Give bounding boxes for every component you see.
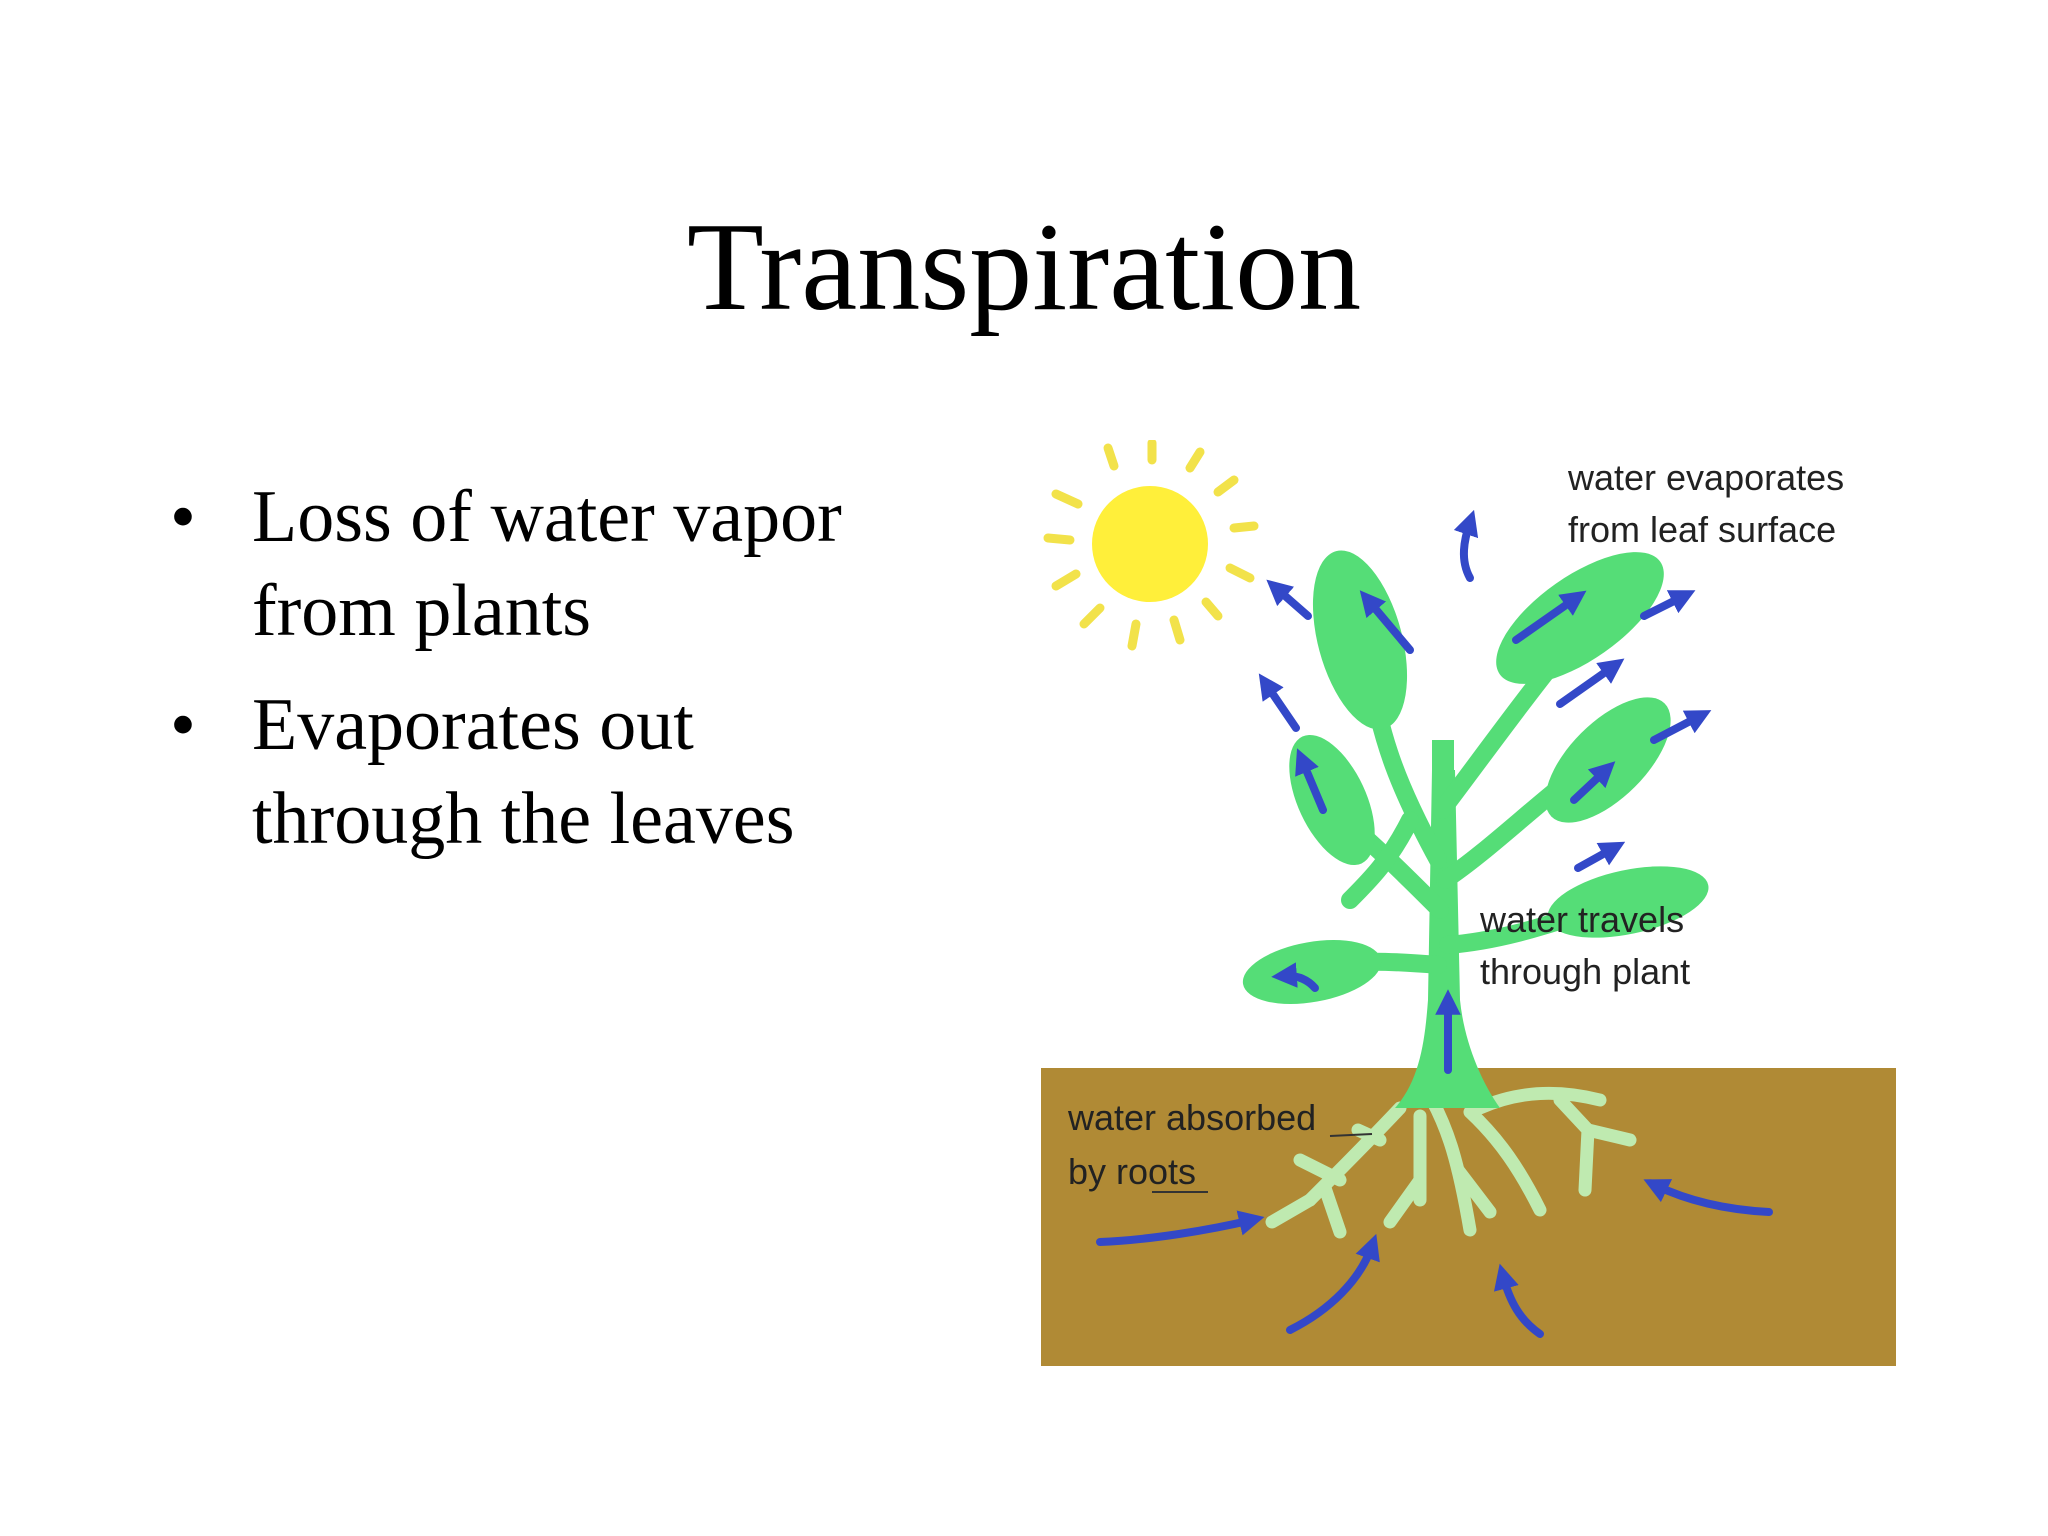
label-evaporates-2: from leaf surface (1568, 509, 1836, 550)
leader-line (1329, 1133, 1373, 1137)
bullet-text-line: from plants (252, 570, 592, 652)
label-absorbed-1: water absorbed (1067, 1097, 1316, 1138)
label-evaporates-1: water evaporates (1567, 457, 1844, 498)
water-arrows (1096, 509, 1773, 1338)
sun-icon (1043, 440, 1259, 651)
bullet-text-line: through the leaves (252, 778, 795, 860)
label-absorbed-2: by roots (1068, 1151, 1196, 1192)
label-travels-2: through plant (1480, 951, 1690, 992)
bullet-text-line: Loss of water vapor (252, 476, 842, 558)
bullet-list: • Loss of water vapor from plants • Evap… (170, 470, 970, 886)
plant (1242, 550, 1709, 1239)
bullet-item: • Loss of water vapor from plants (170, 470, 970, 658)
bullet-marker: • (170, 684, 196, 766)
bullet-marker: • (170, 476, 196, 558)
transpiration-diagram: water evaporates from leaf surface water… (1040, 440, 1896, 1366)
label-travels-1: water travels (1479, 899, 1684, 940)
bullet-text-line: Evaporates out (252, 684, 694, 766)
slide-title: Transpiration (686, 198, 1362, 337)
bullet-item: • Evaporates out through the leaves (170, 678, 970, 866)
